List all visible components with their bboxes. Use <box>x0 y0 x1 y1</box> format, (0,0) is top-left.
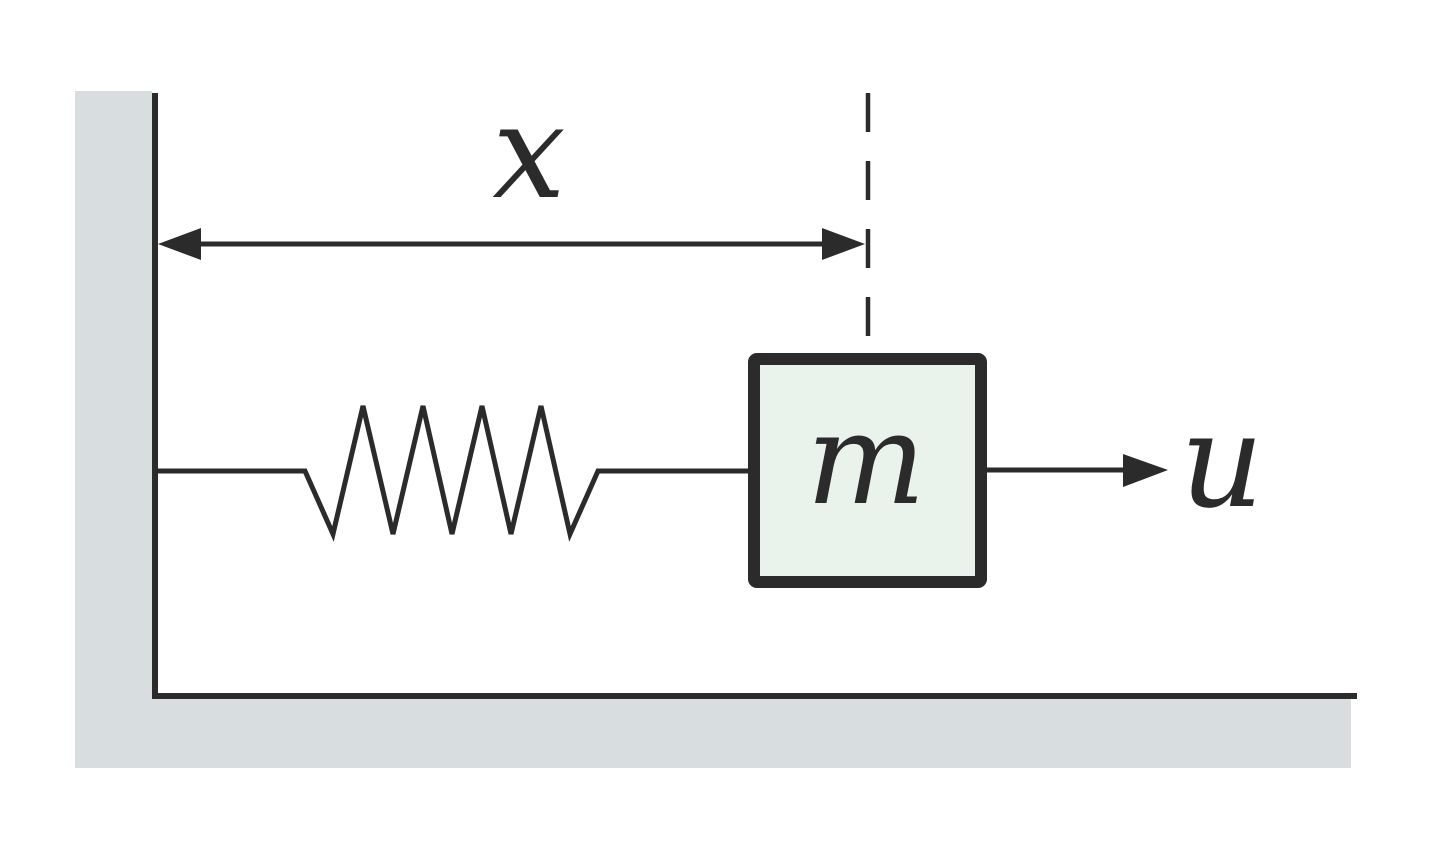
displacement-arrow <box>158 228 865 260</box>
output-arrowhead <box>1123 454 1168 487</box>
output-arrow <box>987 454 1168 487</box>
wall-line <box>152 93 158 699</box>
mass-block <box>748 353 987 588</box>
displacement-arrowhead-right <box>822 228 865 260</box>
spring <box>158 405 748 542</box>
displacement-arrowhead-left <box>158 228 201 260</box>
floor-surface <box>75 697 1351 768</box>
wall-surface <box>75 91 152 768</box>
mass-label: m <box>806 386 925 533</box>
output-label: u <box>1180 385 1264 537</box>
floor-line <box>152 693 1357 699</box>
displacement-label: x <box>492 76 565 228</box>
